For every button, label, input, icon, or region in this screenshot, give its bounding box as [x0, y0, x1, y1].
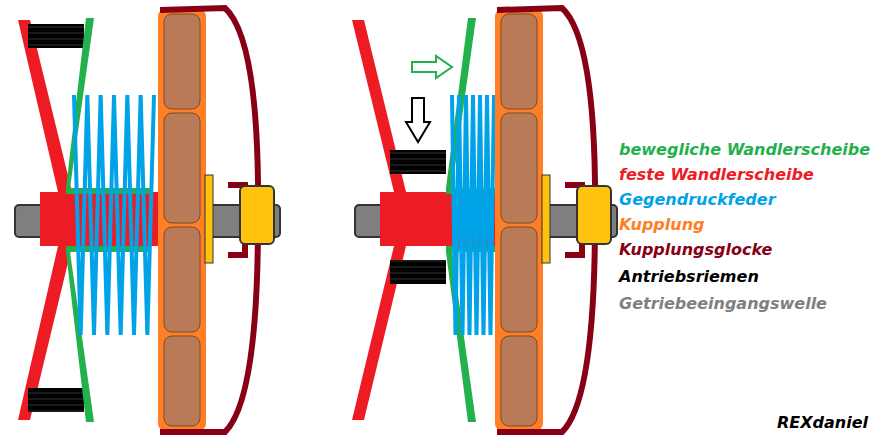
legend-text: bewegliche Wandlerscheibe	[619, 140, 870, 159]
author-signature: REXdaniel	[777, 413, 868, 432]
legend-text: Kupplung	[619, 215, 705, 234]
legend-entry: Gegendruckfeder	[619, 190, 776, 209]
legend-entry: Kupplungsglocke	[619, 240, 772, 259]
legend-entry: Antriebsriemen	[619, 267, 759, 286]
legend-text: feste Wandlerscheibe	[619, 165, 814, 184]
left-variator	[15, 8, 280, 432]
legend-text: Getriebeeingangswelle	[619, 294, 827, 313]
legend-text: Antriebsriemen	[619, 267, 759, 286]
spring-coil	[74, 95, 154, 335]
legend-text: Gegendruckfeder	[619, 190, 776, 209]
legend-entry: Kupplung	[619, 215, 705, 234]
legend-text: Kupplungsglocke	[619, 240, 772, 259]
legend-entry: feste Wandlerscheibe	[619, 165, 814, 184]
right-variator	[352, 8, 617, 432]
spring-coil	[452, 95, 494, 335]
legend-entry: bewegliche Wandlerscheibe	[619, 140, 870, 159]
legend-entry: Getriebeeingangswelle	[619, 294, 827, 313]
